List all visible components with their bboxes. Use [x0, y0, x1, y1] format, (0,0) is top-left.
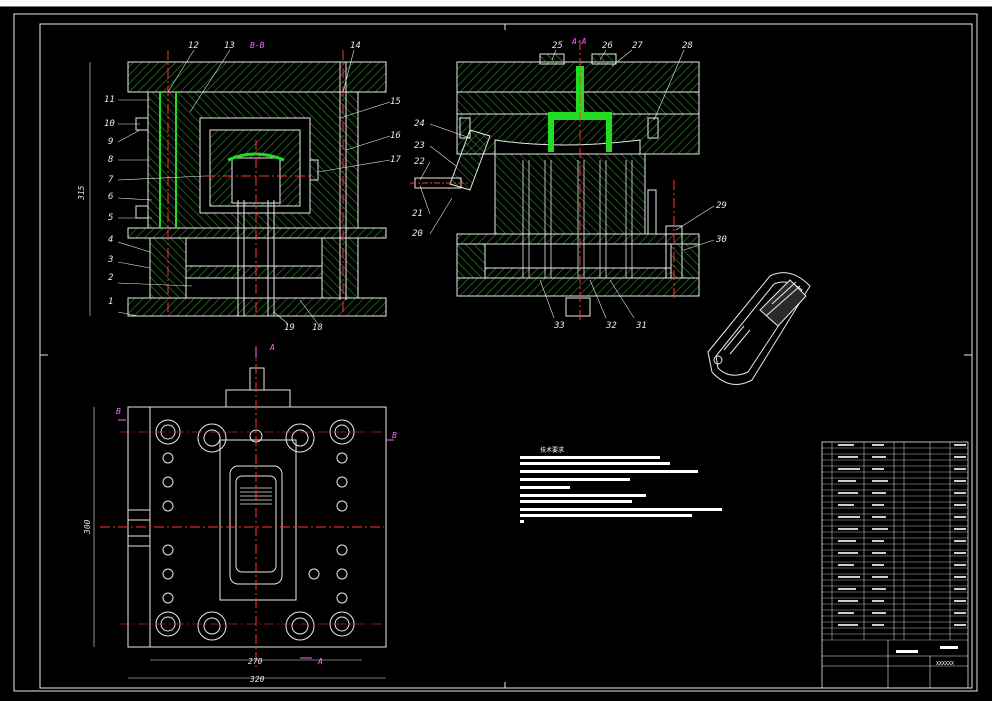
part-label-5: 5	[108, 213, 113, 223]
part-label-12: 12	[188, 41, 199, 51]
part-label-18: 18	[312, 323, 323, 333]
dim-inner-width: 270	[248, 657, 263, 666]
part-label-26: 26	[602, 41, 613, 51]
section-mark-b-right: B	[392, 431, 397, 440]
tech-notes-title: 技术要求	[540, 446, 564, 454]
left-section-view[interactable]: 1 2 3 4 5 6 7 8 9 10 11 12 13 14 15 16 1…	[77, 41, 401, 333]
section-mark-b-left: B	[116, 407, 121, 416]
part-label-19: 19	[284, 323, 295, 333]
part-label-7: 7	[108, 175, 114, 185]
drawing-name: XXXXXX	[936, 661, 954, 667]
part-label-25: 25	[552, 41, 563, 51]
part-label-11: 11	[104, 95, 115, 105]
part-label-24: 24	[414, 119, 425, 129]
part-label-1: 1	[108, 297, 113, 307]
part-label-9: 9	[108, 137, 113, 147]
sheet-border	[13, 13, 978, 692]
part-label-28: 28	[682, 41, 693, 51]
part-label-21: 21	[412, 209, 423, 219]
part-label-27: 27	[632, 41, 643, 51]
dim-outer-width: 320	[249, 675, 265, 684]
part-label-23: 23	[414, 141, 425, 151]
part-label-20: 20	[412, 229, 423, 239]
part-label-3: 3	[107, 255, 113, 265]
dim-left-height: 315	[77, 185, 86, 201]
part-label-32: 32	[605, 321, 617, 331]
section-label-bb: B-B	[250, 41, 265, 50]
part-label-16: 16	[390, 131, 401, 141]
section-mark-a-bottom: A	[317, 657, 323, 666]
part-label-17: 17	[390, 155, 401, 165]
section-label-aa: A-A	[571, 37, 587, 46]
part-label-31: 31	[635, 321, 647, 331]
parts-list-table: XXXXXX	[821, 441, 969, 689]
part-label-13: 13	[224, 41, 235, 51]
part-label-4: 4	[108, 235, 113, 245]
part-label-14: 14	[350, 41, 361, 51]
part-label-15: 15	[390, 97, 401, 107]
part-label-10: 10	[104, 119, 115, 129]
part-label-30: 30	[715, 235, 727, 245]
dim-plan-height: 300	[83, 519, 92, 535]
part-label-8: 8	[108, 155, 113, 165]
part-label-29: 29	[716, 201, 727, 211]
technical-requirements: 技术要求	[520, 446, 722, 523]
mold-plan-view[interactable]: A A B B 270 320 300	[83, 343, 397, 684]
part-label-2: 2	[108, 273, 113, 283]
window-title-bar	[0, 0, 992, 6]
section-mark-a-top: A	[269, 343, 275, 352]
part-label-33: 33	[553, 321, 565, 331]
product-isometric-view[interactable]	[707, 272, 811, 385]
right-section-view[interactable]: 20 21 22 23 24 25 26 27 28 29 30 31 32 3…	[410, 37, 727, 331]
window-title-divider	[0, 6, 992, 7]
part-label-6: 6	[108, 192, 113, 202]
part-label-22: 22	[414, 157, 425, 167]
